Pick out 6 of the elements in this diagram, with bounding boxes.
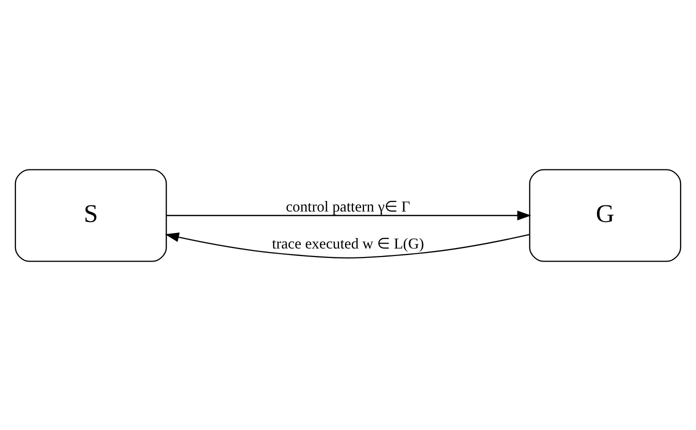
arrow (166, 210, 532, 220)
edge-label: trace executed w ∈ L(G) (272, 236, 424, 252)
node-box: S (14, 168, 167, 262)
arrow (165, 232, 530, 258)
node-box: G (529, 168, 682, 262)
edge-label: control pattern γ∈ Γ (286, 198, 410, 215)
